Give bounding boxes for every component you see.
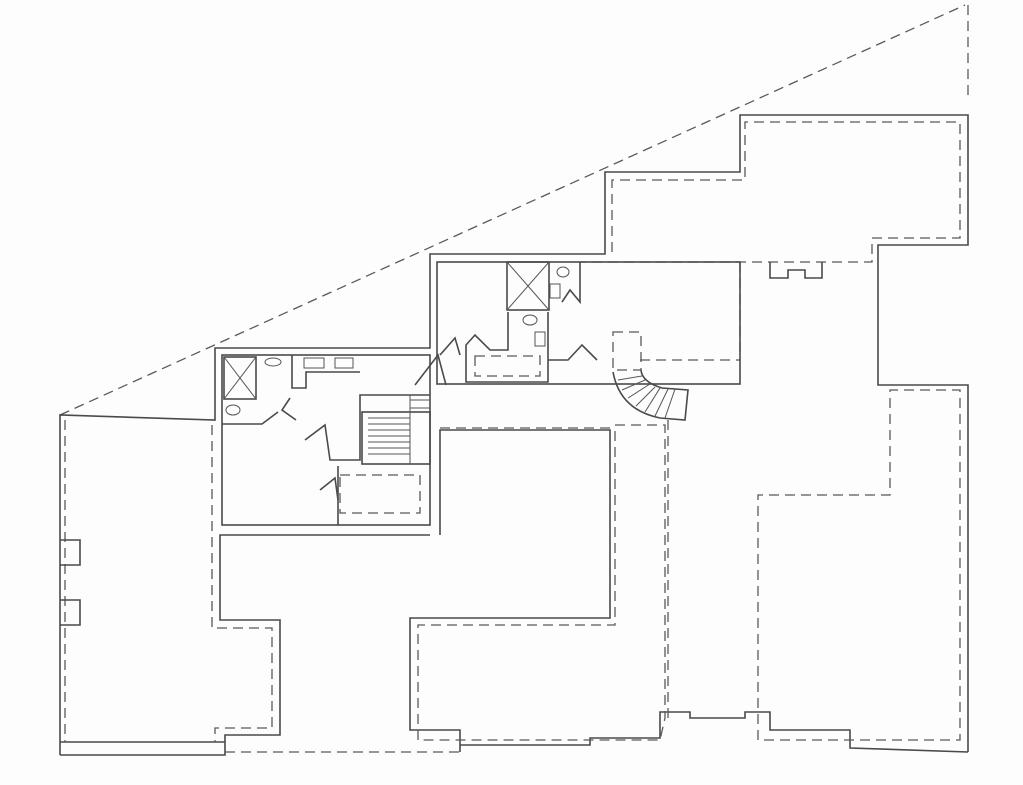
toilet-icon xyxy=(556,266,570,278)
wall xyxy=(60,539,81,566)
center-suite xyxy=(414,261,741,386)
dashed-outline-center xyxy=(417,424,666,741)
sink-icon xyxy=(549,283,561,299)
wall xyxy=(409,429,611,752)
wall xyxy=(60,599,81,626)
dashed-outline-left xyxy=(64,420,273,743)
curved-staircase xyxy=(612,331,689,421)
exterior-wall-bottom xyxy=(60,534,430,756)
stairs-icon xyxy=(361,411,431,465)
wall xyxy=(460,711,969,753)
range-icon xyxy=(303,357,325,369)
sink-icon xyxy=(334,357,354,369)
property-line xyxy=(59,4,969,416)
dashed-outline-top xyxy=(580,121,961,263)
dashed-outline-right xyxy=(757,389,961,741)
wall xyxy=(769,262,823,279)
left-suite xyxy=(221,354,431,526)
sink-icon xyxy=(264,357,282,367)
sink-icon xyxy=(534,331,546,347)
exterior-wall xyxy=(59,114,969,755)
toilet-icon xyxy=(522,314,538,326)
toilet-icon xyxy=(225,404,241,416)
